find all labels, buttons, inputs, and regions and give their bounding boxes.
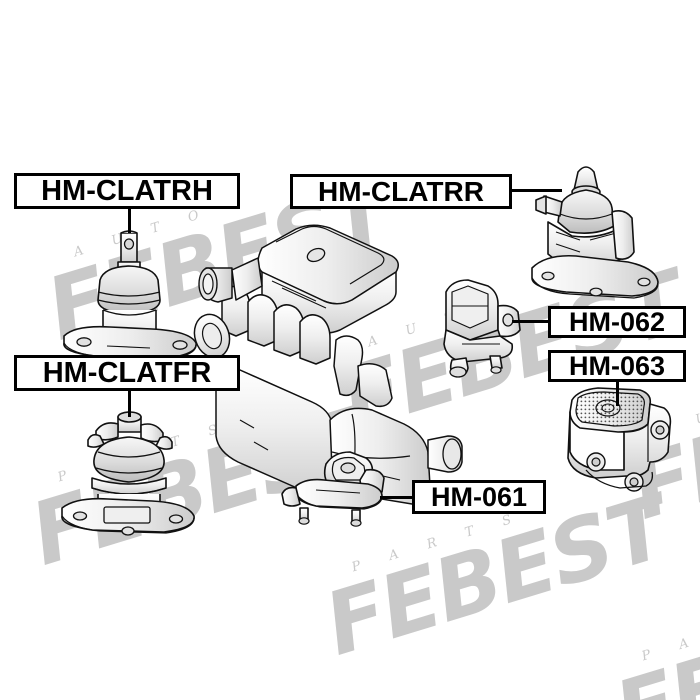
part-label-hm-062[interactable]: HM-062 bbox=[548, 306, 686, 338]
leader-line-hm-clatfr bbox=[128, 391, 131, 417]
part-label-hm-clatfr-text: HM-CLATFR bbox=[42, 356, 212, 389]
part-label-hm-clatrr[interactable]: HM-CLATRR bbox=[290, 174, 512, 209]
part-engine-assembly bbox=[193, 224, 463, 505]
part-engine-mount-rear-upper-left bbox=[63, 230, 197, 360]
part-label-hm-062-text: HM-062 bbox=[568, 306, 666, 337]
part-label-hm-clatfr[interactable]: HM-CLATFR bbox=[14, 355, 240, 391]
part-label-hm-061[interactable]: HM-061 bbox=[412, 480, 546, 514]
part-engine-mount-rear-right bbox=[531, 166, 659, 299]
part-engine-mount-crossmember-bottom bbox=[281, 451, 385, 527]
part-label-hm-clatrh[interactable]: HM-CLATRH bbox=[14, 173, 240, 209]
leader-line-hm-clatrh bbox=[128, 209, 131, 233]
leader-line-hm-063 bbox=[616, 382, 619, 406]
leader-line-hm-061 bbox=[380, 496, 412, 499]
part-label-hm-clatrh-text: HM-CLATRH bbox=[41, 174, 213, 207]
leader-line-hm-clatrr bbox=[512, 189, 562, 192]
leader-line-hm-062 bbox=[512, 320, 548, 323]
part-label-hm-063-text: HM-063 bbox=[568, 350, 666, 381]
part-engine-mount-bracket-middle bbox=[443, 279, 521, 378]
part-label-hm-063[interactable]: HM-063 bbox=[548, 350, 686, 382]
part-label-hm-061-text: HM-061 bbox=[430, 481, 528, 512]
part-label-hm-clatrr-text: HM-CLATRR bbox=[318, 175, 484, 207]
part-engine-mount-front-lower-left bbox=[61, 411, 195, 536]
part-engine-mount-block-right bbox=[567, 387, 672, 492]
